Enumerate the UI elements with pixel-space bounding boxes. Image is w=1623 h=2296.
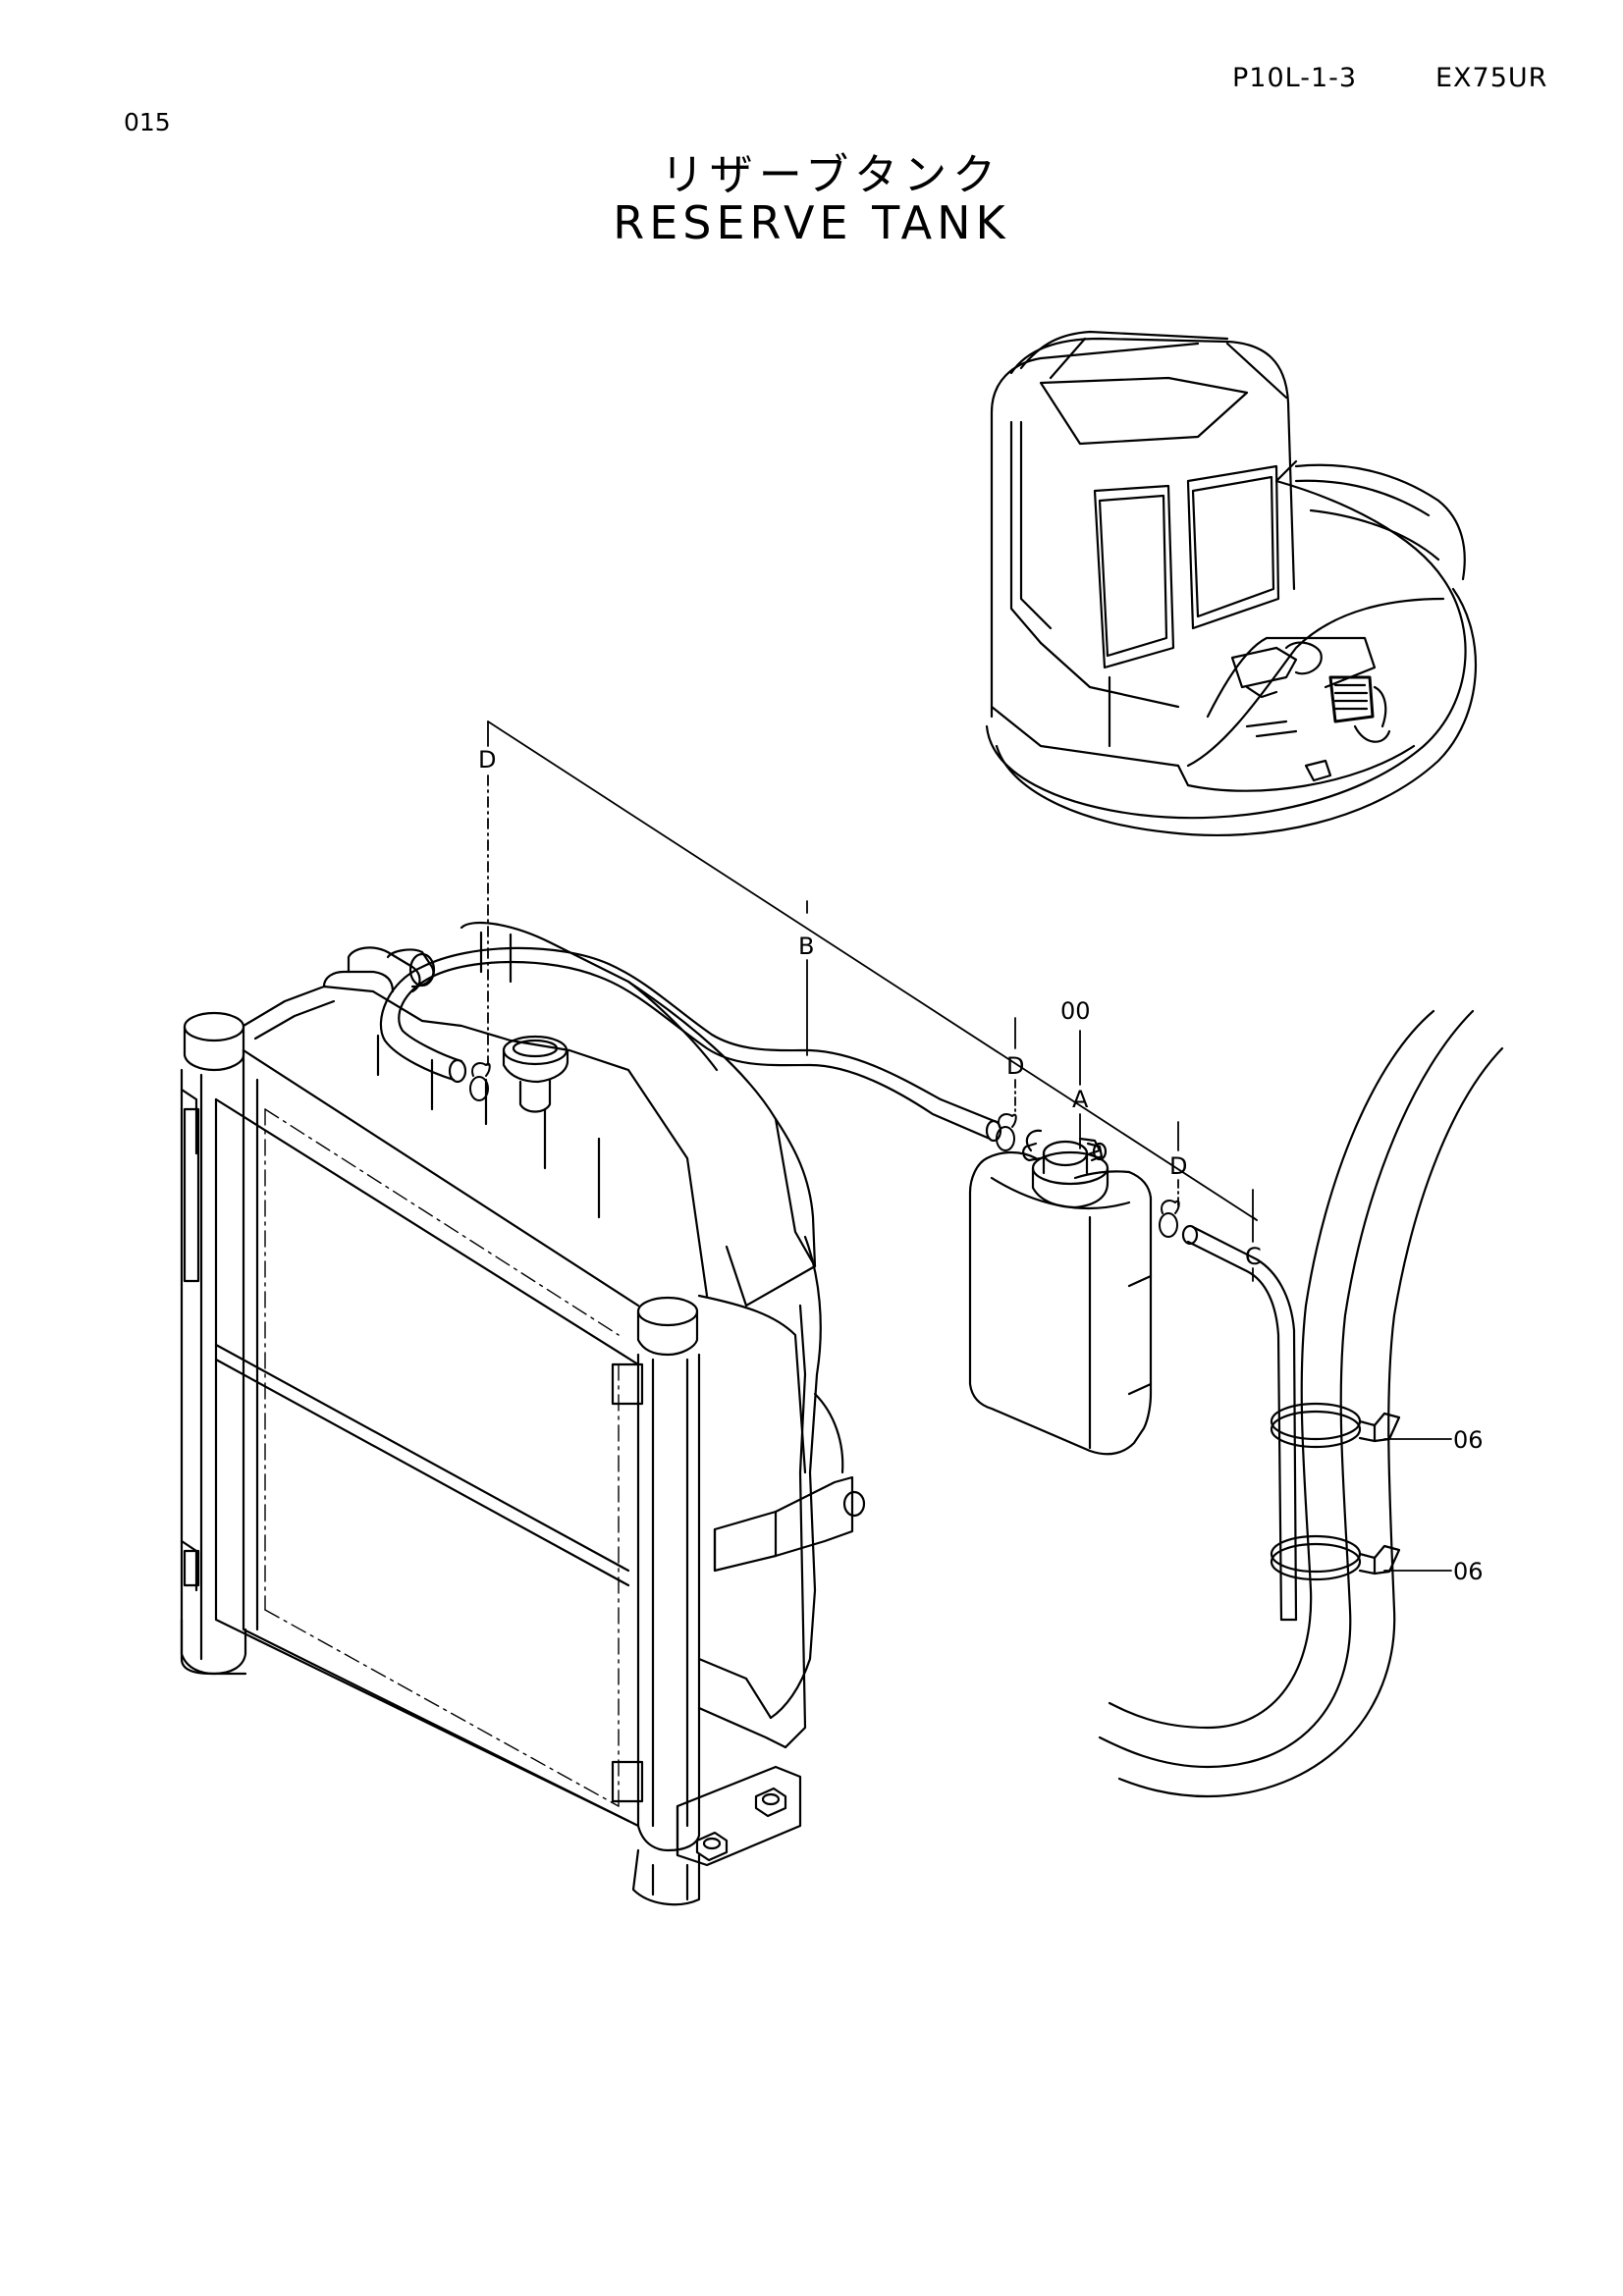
clamp-icon <box>469 1062 1180 1238</box>
band-icon <box>1270 1402 1401 1581</box>
model-name: EX75UR <box>1435 63 1548 93</box>
callout-d-middle: D <box>1006 1052 1024 1080</box>
callout-c: C <box>1245 1243 1262 1270</box>
excavator-overview-icon <box>985 330 1477 837</box>
callout-00: 00 <box>1060 997 1091 1025</box>
callout-b: B <box>798 933 814 960</box>
reserve-tank-icon <box>968 1129 1153 1456</box>
page-number: 015 <box>124 108 171 136</box>
callout-06-lower: 06 <box>1453 1558 1484 1585</box>
guide-pipe <box>1098 1009 1504 1798</box>
page-title-japanese: リザーブタンク <box>660 150 1002 200</box>
page-title: RESERVE TANK <box>613 196 1010 249</box>
callout-06-upper: 06 <box>1453 1426 1484 1454</box>
callout-d-right: D <box>1169 1152 1187 1180</box>
radiator-icon <box>180 921 866 1906</box>
leader-lines <box>487 721 1452 1572</box>
document-code: P10L-1-3 <box>1232 63 1358 93</box>
callout-a: A <box>1072 1086 1089 1113</box>
callout-d-top: D <box>478 746 496 774</box>
hose-icon <box>379 946 1298 1622</box>
